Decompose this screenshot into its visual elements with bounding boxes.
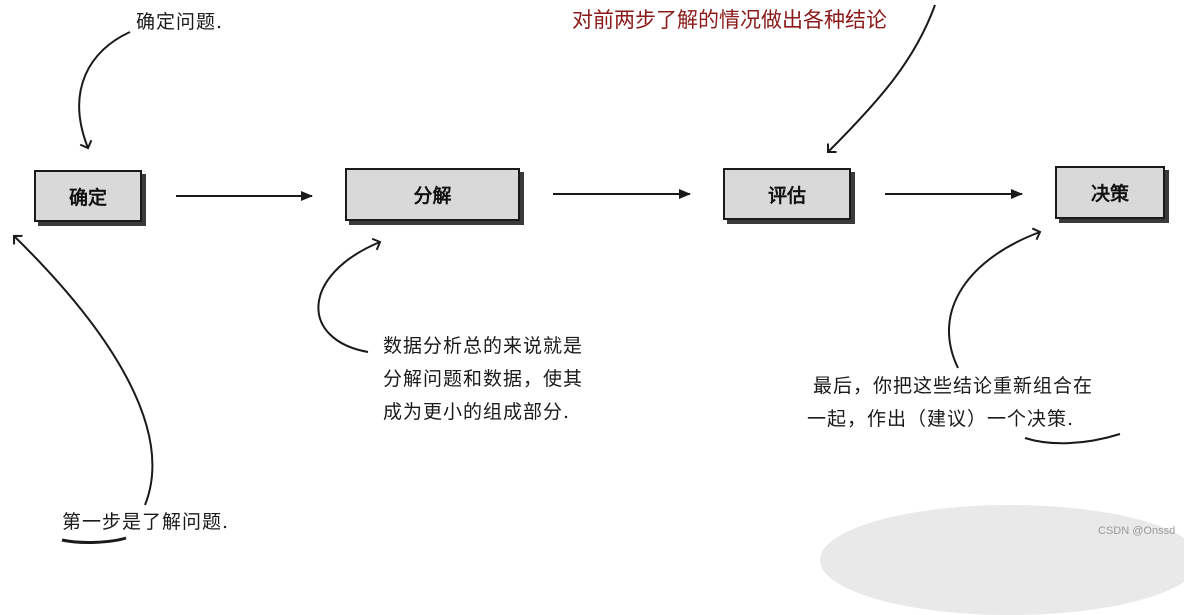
curve-decompose-note xyxy=(317,237,382,353)
note-evaluate-conclusions: 对前两步了解的情况做出各种结论 xyxy=(572,8,887,32)
note-first-step: 第一步是了解问题. xyxy=(62,511,230,533)
curve-define-note xyxy=(78,31,131,150)
connector-layer xyxy=(12,4,1121,544)
note-decompose-line-3: 成为更小的组成部分. xyxy=(383,401,571,423)
note-decide-line-1: 最后，你把这些结论重新组合在 xyxy=(813,375,1094,397)
note-decompose-lines: 数据分析总的来说就是 分解问题和数据，使其 成为更小的组成部分. xyxy=(383,330,583,429)
note-decide-line-2: 一起，作出（建议）一个决策. xyxy=(807,408,1075,430)
underline-decision xyxy=(1024,433,1121,445)
note-define-problem: 确定问题. xyxy=(136,11,224,33)
step-decompose-box: 分解 xyxy=(345,168,520,221)
curve-decide-note xyxy=(948,227,1042,369)
note-decompose-line-1: 数据分析总的来说就是 xyxy=(383,335,584,357)
curve-first-step-note xyxy=(12,234,154,506)
diagram-canvas: 确定 分解 评估 决策 确定问题. 对前两步了解的情况做出各种结论 数据分析总的… xyxy=(12,4,1184,615)
curve-evaluate-note xyxy=(826,4,936,154)
note-decide-lines: 最后，你把这些结论重新组合在 一起，作出（建议）一个决策. xyxy=(807,370,1094,436)
watermark: CSDN @Onssd xyxy=(1098,525,1176,537)
underline-first-step xyxy=(61,536,127,544)
step-evaluate-box: 评估 xyxy=(723,168,851,220)
note-decompose-line-2: 分解问题和数据，使其 xyxy=(383,368,584,390)
step-decide-box: 决策 xyxy=(1055,166,1165,219)
step-define-box: 确定 xyxy=(34,170,142,222)
